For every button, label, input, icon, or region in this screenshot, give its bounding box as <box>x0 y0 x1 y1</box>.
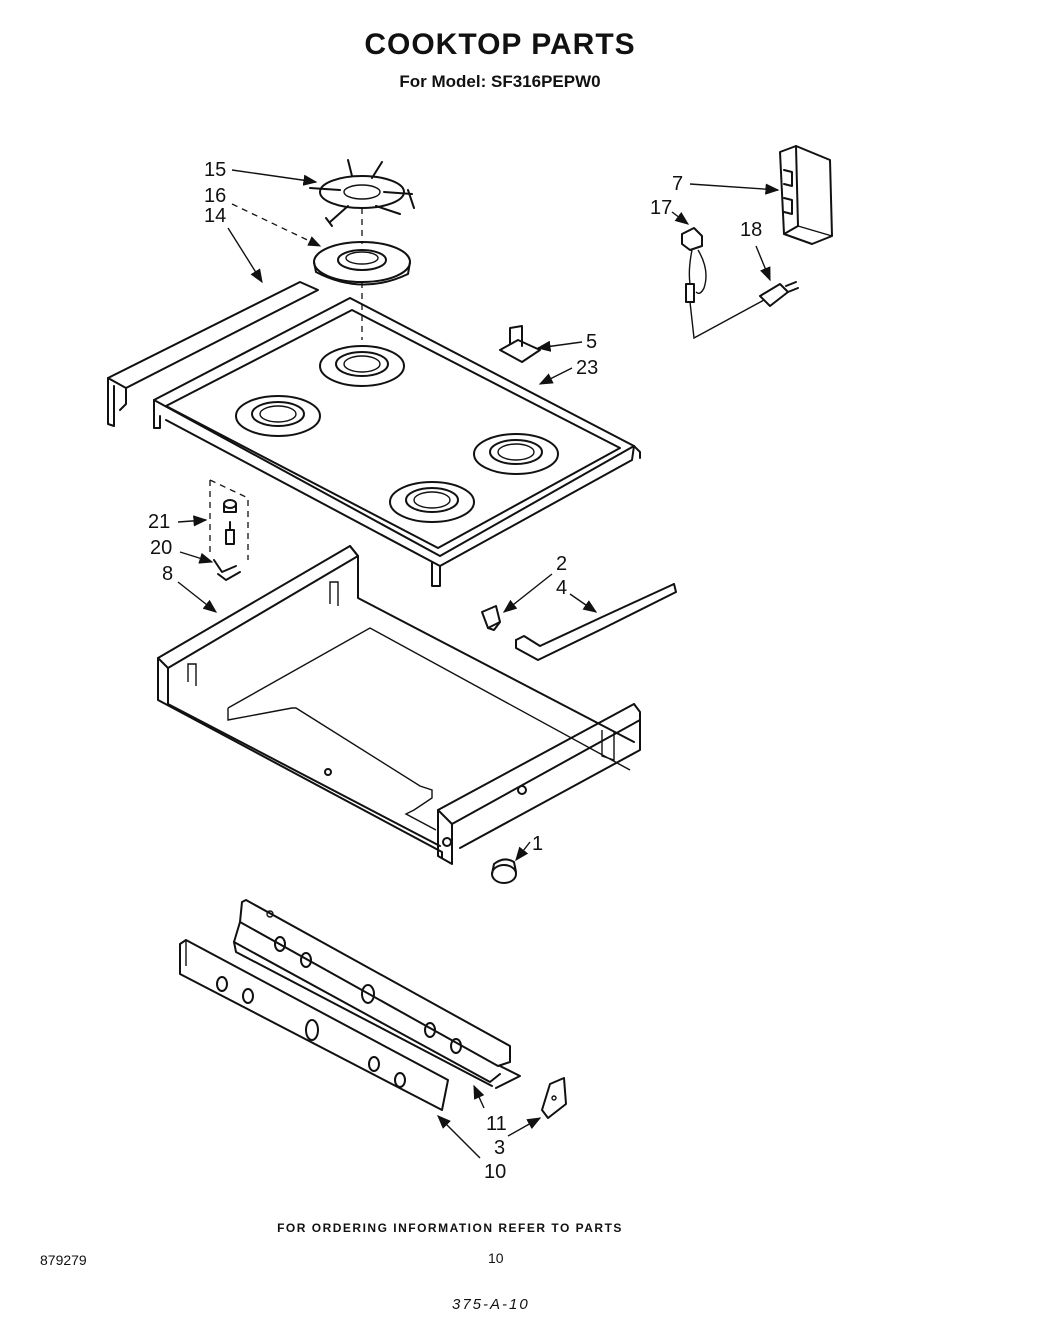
callout-3: 3 <box>494 1137 505 1159</box>
callout-8: 8 <box>162 563 173 585</box>
callout-16: 16 <box>204 185 226 207</box>
callout-15: 15 <box>204 159 226 181</box>
burner-bowl-part <box>313 241 411 286</box>
callout-labels: 15 16 14 7 17 18 5 23 21 20 8 2 4 1 11 3… <box>148 159 762 1183</box>
callout-7: 7 <box>672 173 683 195</box>
callout-17: 17 <box>650 197 672 219</box>
model-subtitle: For Model: SF316PEPW0 <box>399 72 601 91</box>
page-number: 10 <box>488 1250 504 1266</box>
cooktop-part <box>153 297 641 587</box>
document-number: 879279 <box>40 1252 87 1268</box>
callout-23: 23 <box>576 357 598 379</box>
side-trim-part <box>107 281 319 427</box>
knob-part <box>491 858 517 884</box>
valve-parts-group <box>209 479 249 581</box>
page-title: COOKTOP PARTS <box>364 28 636 61</box>
small-bracket-part <box>541 1077 567 1119</box>
callout-20: 20 <box>150 537 172 559</box>
bracket-part <box>779 145 833 245</box>
burner-box-part <box>157 545 641 865</box>
control-panel-trim-part <box>179 939 449 1111</box>
callout-10: 10 <box>484 1161 506 1183</box>
callout-21: 21 <box>148 511 170 533</box>
burner-grate-part <box>309 159 415 227</box>
manifold-tube-part <box>515 583 677 661</box>
callout-5: 5 <box>586 331 597 353</box>
callout-2: 2 <box>556 553 567 575</box>
callout-4: 4 <box>556 577 567 599</box>
wire-harness-part <box>681 227 799 340</box>
ordering-note: FOR ORDERING INFORMATION REFER TO PARTS <box>277 1221 623 1235</box>
callout-1: 1 <box>532 833 543 855</box>
connector-part <box>481 605 501 631</box>
manifold-panel-part <box>233 899 521 1089</box>
callout-11: 11 <box>486 1113 507 1135</box>
callout-18: 18 <box>740 219 762 241</box>
clip-part <box>499 325 541 363</box>
callout-14: 14 <box>204 205 226 227</box>
leader-lines <box>177 169 780 1159</box>
reference-code: 375-A-10 <box>452 1296 530 1313</box>
